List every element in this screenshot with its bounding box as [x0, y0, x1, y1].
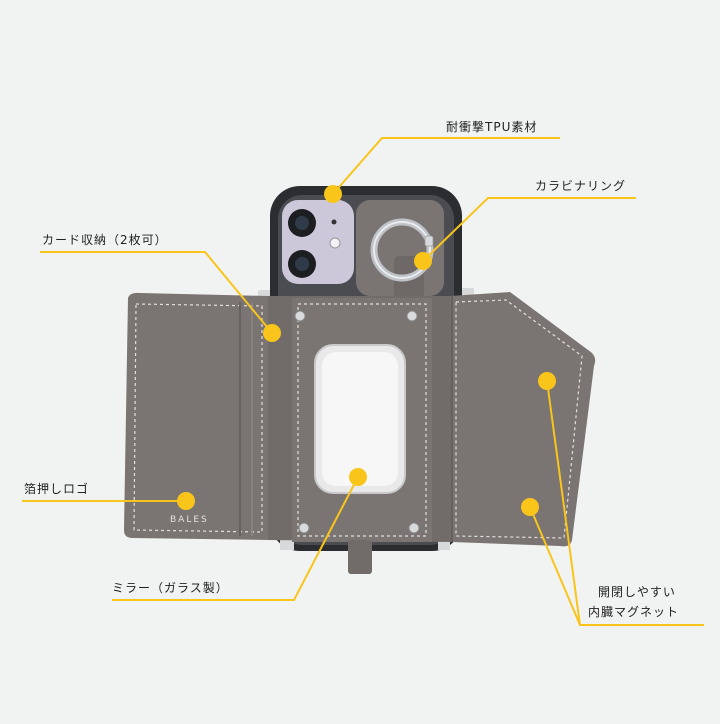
- callout-label-logo: 箔押しロゴ: [24, 482, 90, 496]
- callout-label-carabiner: カラビナリング: [535, 179, 627, 193]
- flash-icon: [329, 237, 341, 249]
- magnet-flap: [450, 292, 596, 547]
- callout-label-tpu: 耐衝撃TPU素材: [446, 120, 538, 134]
- callout-label-magnet-line1: 開閉しやすい: [598, 585, 676, 599]
- mic-icon: [331, 219, 337, 225]
- brand-stamp: BALES: [170, 515, 209, 525]
- rivet-icon: [406, 310, 418, 322]
- callout-label-mirror: ミラー（ガラス製）: [112, 581, 229, 595]
- rivet-icon: [294, 310, 306, 322]
- callout-label-magnet-line2: 内臓マグネット: [588, 605, 680, 619]
- callout-lines: [22, 137, 704, 626]
- callout-label-card: カード収納（2枚可）: [42, 233, 168, 247]
- rivet-icon: [408, 522, 420, 534]
- wallet-flap: [124, 292, 596, 574]
- card-pocket-panel: [124, 292, 268, 540]
- rivet-icon: [298, 522, 310, 534]
- bottom-tab: [348, 540, 372, 574]
